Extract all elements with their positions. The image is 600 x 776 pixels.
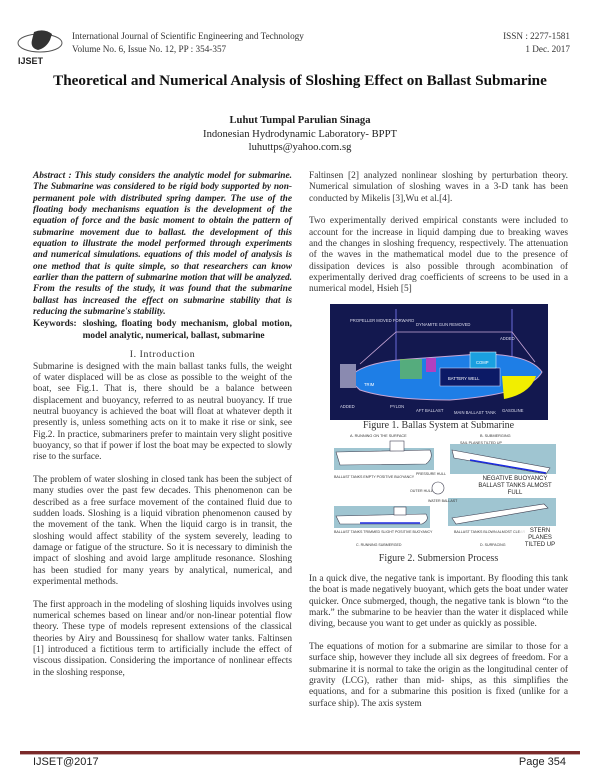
paragraph: Submarine is designed with the main ball… xyxy=(33,361,292,463)
section-heading-introduction: I. Introduction xyxy=(129,349,196,361)
journal-name: International Journal of Scientific Engi… xyxy=(72,31,304,41)
svg-text:BALLAST TANKS EMPTY POSITIVE B: BALLAST TANKS EMPTY POSITIVE BUOYANCY xyxy=(334,475,415,479)
svg-text:BALLAST TANKS BLOWN ALMOST CLE: BALLAST TANKS BLOWN ALMOST CLEAR xyxy=(454,530,525,534)
negative-buoyancy-label: NEGATIVE BUOYANCY BALLAST TANKS ALMOST F… xyxy=(472,476,558,497)
keywords: Keywords: sloshing, floating body mechan… xyxy=(33,319,292,342)
author-email: luhuttps@yahoo.com.sg xyxy=(248,142,352,153)
svg-text:BALLAST TANKS TRIMMED SLIGHT P: BALLAST TANKS TRIMMED SLIGHT POSITIVE BU… xyxy=(334,530,433,534)
paragraph: The first approach in the modeling of sl… xyxy=(33,599,292,678)
svg-text:B. SUBMERGING: B. SUBMERGING xyxy=(480,434,511,438)
paper-title: Theoretical and Numerical Analysis of Sl… xyxy=(53,72,547,89)
svg-text:DYNAMITE GUN REMOVED: DYNAMITE GUN REMOVED xyxy=(416,322,470,327)
stern-planes-label: STERN PLANES TILTED UP xyxy=(520,528,560,549)
svg-text:ADDED: ADDED xyxy=(340,404,355,409)
figure-1-image: PROPELLER MOVED FORWARD DYNAMITE GUN REM… xyxy=(330,304,548,420)
svg-text:BATTERY WELL: BATTERY WELL xyxy=(448,376,480,381)
svg-text:OUTER HULL: OUTER HULL xyxy=(410,489,433,493)
abstract: Abstract : This study considers the anal… xyxy=(33,171,292,318)
svg-text:MAIN BALLAST TANK: MAIN BALLAST TANK xyxy=(454,410,496,415)
svg-text:GASOLINE: GASOLINE xyxy=(502,408,524,413)
svg-text:ADDED: ADDED xyxy=(500,336,515,341)
journal-logo: IJSET xyxy=(14,26,66,66)
figure-2-caption: Figure 2. Submersion Process xyxy=(378,553,499,564)
svg-text:PYLON: PYLON xyxy=(390,404,404,409)
footer-rule xyxy=(20,751,580,755)
paragraph: In a quick dive, the negative tank is im… xyxy=(309,574,568,630)
author-affiliation: Indonesian Hydrodynamic Laboratory- BPPT xyxy=(203,128,397,140)
keywords-text: sloshing, floating body mechanism, globa… xyxy=(82,319,292,341)
page-number: Page 354 xyxy=(518,756,566,768)
right-column-top: Faltinsen [2] analyzed nonlinear sloshin… xyxy=(309,171,568,307)
svg-text:SAIL PLANES TILTED UP: SAIL PLANES TILTED UP xyxy=(460,441,502,445)
svg-text:AFT BALLAST: AFT BALLAST xyxy=(416,408,444,413)
figure-1-caption: Figure 1. Ballas System at Submarine xyxy=(362,420,515,431)
svg-text:A. RUNNING ON THE SURFACE: A. RUNNING ON THE SURFACE xyxy=(350,434,407,438)
svg-text:C. RUNNING SUBMERGED: C. RUNNING SUBMERGED xyxy=(356,543,402,547)
svg-text:PRESSURE HULL: PRESSURE HULL xyxy=(416,472,446,476)
svg-text:IJSET: IJSET xyxy=(18,56,44,66)
svg-text:PROPELLER MOVED FORWARD: PROPELLER MOVED FORWARD xyxy=(350,318,414,323)
paragraph: The equations of motion for a submarine … xyxy=(309,642,568,709)
author-name: Luhut Tumpal Parulian Sinaga xyxy=(229,115,371,126)
issn: ISSN : 2277-1581 xyxy=(503,31,570,41)
paragraph: Faltinsen [2] analyzed nonlinear sloshin… xyxy=(309,171,568,204)
journal-volume: Volume No. 6, Issue No. 12, PP : 354-357 xyxy=(72,44,227,54)
left-column: Abstract : This study considers the anal… xyxy=(33,171,292,690)
svg-text:TRIM: TRIM xyxy=(364,382,375,387)
svg-text:D. SURFACING: D. SURFACING xyxy=(480,543,506,547)
globe-logo-icon: IJSET xyxy=(17,30,63,66)
footer-copyright: IJSET@2017 xyxy=(33,756,99,768)
figure-2-image: A. RUNNING ON THE SURFACE B. SUBMERGING … xyxy=(330,432,560,554)
paragraph: Two experimentally derived empirical con… xyxy=(309,216,568,295)
keywords-label: Keywords: xyxy=(33,319,77,330)
water-ballast-label: WATER BALLAST xyxy=(428,499,458,503)
right-column-bottom: In a quick dive, the negative tank is im… xyxy=(309,574,568,721)
paragraph: The problem of water sloshing in closed … xyxy=(33,474,292,588)
svg-text:COMP: COMP xyxy=(476,360,489,365)
publication-date: 1 Dec. 2017 xyxy=(525,44,570,54)
